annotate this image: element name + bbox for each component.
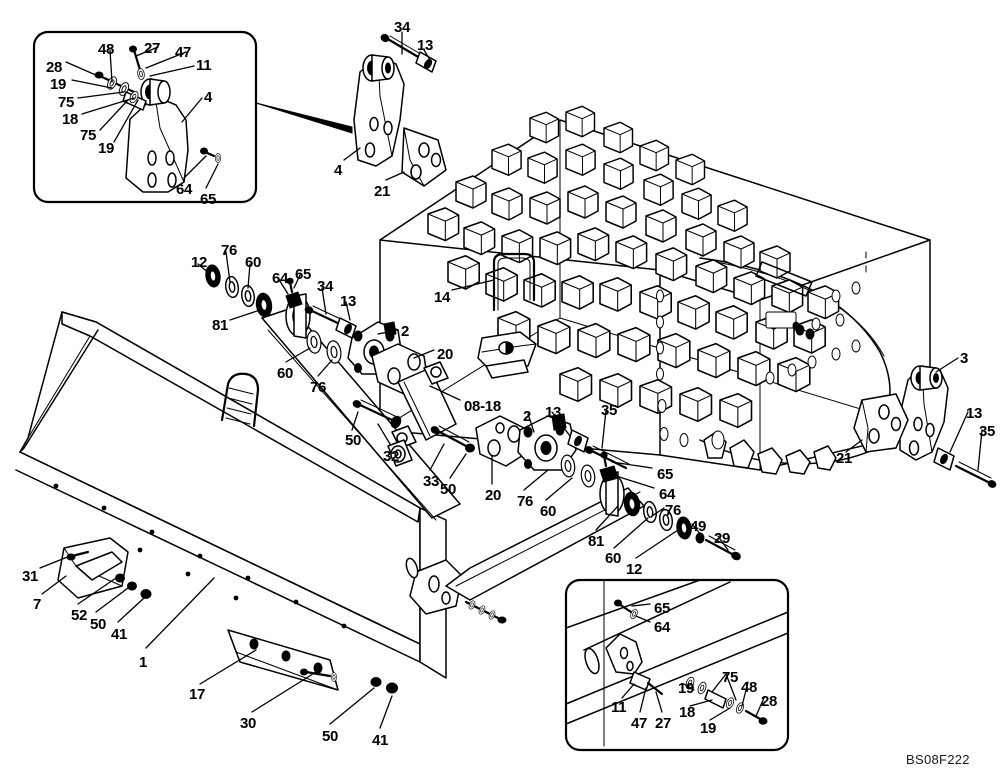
callout-65-inset2: 65 <box>654 600 671 617</box>
callout-14-handrail: 14 <box>434 289 451 306</box>
callout-18-inset: 18 <box>62 111 79 128</box>
callout-47-inset: 47 <box>175 44 192 61</box>
callout-81-left: 81 <box>212 317 229 334</box>
callout-4-main: 4 <box>334 162 343 179</box>
callout-34-top: 34 <box>394 19 411 36</box>
callout-60-left-b: 60 <box>277 365 294 382</box>
callout-30: 30 <box>240 715 257 732</box>
left-push-arm-hub <box>203 263 475 521</box>
leader-lines <box>39 31 983 729</box>
callout-33: 33 <box>423 473 440 490</box>
callout-65-right: 65 <box>657 466 674 483</box>
callout-2-left: 2 <box>401 323 410 340</box>
callout-76-right-b: 76 <box>665 502 682 519</box>
callout-13-right: 13 <box>545 404 562 421</box>
callout-41-a: 41 <box>111 626 128 643</box>
callout-35-far-right: 35 <box>979 423 996 440</box>
callout-20-right: 20 <box>485 487 502 504</box>
callout-60-left-a: 60 <box>245 254 262 271</box>
callout-52: 52 <box>71 607 88 624</box>
callout-28-inset: 28 <box>46 59 63 76</box>
callout-13-left: 13 <box>340 293 357 310</box>
callout-50-c: 50 <box>90 616 107 633</box>
callout-28-inset2: 28 <box>761 693 778 710</box>
callout-1-blade: 1 <box>139 654 148 671</box>
callout-7: 7 <box>33 596 42 613</box>
callout-41-b: 41 <box>372 732 389 749</box>
callout-50-b: 50 <box>440 481 457 498</box>
callout-47-inset2: 47 <box>631 715 648 732</box>
callout-4-inset: 4 <box>204 89 213 106</box>
callout-48-inset: 48 <box>98 41 115 58</box>
callout-50-a: 50 <box>345 432 362 449</box>
callout-19-inset-b: 19 <box>98 140 115 157</box>
callout-18-inset2: 18 <box>679 704 696 721</box>
callout-60-right-b: 60 <box>605 550 622 567</box>
dozer-blade <box>15 311 507 694</box>
callout-19-inset2-b: 19 <box>700 720 717 737</box>
right-mount-bracket-assembly <box>853 365 997 488</box>
callout-76-right-a: 76 <box>517 493 534 510</box>
callout-48-inset2: 48 <box>741 679 758 696</box>
callout-75-inset-b: 75 <box>80 127 97 144</box>
callout-76-left-b: 76 <box>310 379 327 396</box>
callout-32: 32 <box>383 448 400 465</box>
callout-20-left: 20 <box>437 346 454 363</box>
callout-81-right: 81 <box>588 533 605 550</box>
callout-08-18-cylinder: 08-18 <box>464 398 501 415</box>
upper-mount-bracket-assembly <box>353 33 447 187</box>
inset-upper-left <box>32 30 353 204</box>
callout-76-left-a: 76 <box>221 242 238 259</box>
drawing-code: BS08F222 <box>906 752 970 767</box>
callout-12-left: 12 <box>191 254 208 271</box>
callout-65-inset: 65 <box>200 191 217 208</box>
callout-12-right: 12 <box>626 561 643 578</box>
callout-19-inset2-a: 19 <box>678 680 695 697</box>
callout-17: 17 <box>189 686 206 703</box>
callout-49: 49 <box>690 518 707 535</box>
callout-27-inset: 27 <box>144 40 161 57</box>
callout-2-right: 2 <box>523 408 532 425</box>
callout-64-inset2: 64 <box>654 619 671 636</box>
callout-64-left: 64 <box>272 270 289 287</box>
callout-19-inset-a: 19 <box>50 76 67 93</box>
callout-31: 31 <box>22 568 39 585</box>
callout-27-inset2: 27 <box>655 715 672 732</box>
callout-29: 29 <box>714 530 731 547</box>
callout-60-right-a: 60 <box>540 503 557 520</box>
callout-65-left: 65 <box>295 266 312 283</box>
callout-64-right: 64 <box>659 486 676 503</box>
callout-11-inset: 11 <box>196 57 212 74</box>
callout-34-left: 34 <box>317 278 334 295</box>
inset-lower-right <box>564 578 790 752</box>
callout-64-inset: 64 <box>176 181 193 198</box>
callout-50-d: 50 <box>322 728 339 745</box>
callout-11-inset2: 11 <box>611 699 627 716</box>
callout-13-far-right: 13 <box>966 405 983 422</box>
callout-75-inset-a: 75 <box>58 94 75 111</box>
callout-75-inset2: 75 <box>722 669 739 686</box>
callout-35-centre: 35 <box>601 402 618 419</box>
callout-21-right: 21 <box>836 450 853 467</box>
callout-21-top: 21 <box>374 183 391 200</box>
callout-3-right: 3 <box>960 350 969 367</box>
callout-13-top: 13 <box>417 37 434 54</box>
